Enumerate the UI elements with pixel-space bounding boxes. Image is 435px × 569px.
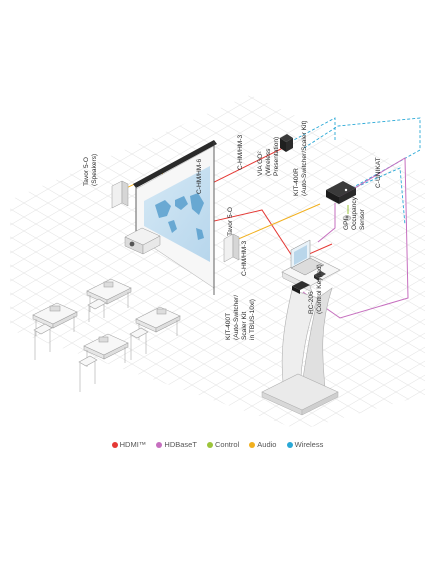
kit-400r-device <box>326 181 356 204</box>
kit-400r-label: KIT-400R (Auto-Switcher/Scaler Kit) <box>293 121 308 196</box>
floor-grid <box>10 95 425 430</box>
via-go-device <box>280 134 293 152</box>
legend-label: Wireless <box>294 440 324 449</box>
c-unikat-label: C-UNIKAT <box>375 157 382 188</box>
hdbaset-color-dot <box>156 441 163 448</box>
c-hmhm-3-top-label: C-HM/HM-3 <box>237 135 244 170</box>
wireless-color-dot <box>286 441 293 448</box>
legend-item-hdbaset: HDBaseT <box>156 440 197 449</box>
projector <box>124 227 161 255</box>
hdmi-color-dot <box>111 441 118 448</box>
c-hmhm-3-bottom-label: C-HM/HM-3 <box>241 241 248 276</box>
c-hmhm-6-label: C-HM/HM-6 <box>196 159 203 194</box>
projection-screen <box>133 140 217 295</box>
laptop <box>290 239 325 276</box>
occupancy-sensor <box>342 215 352 221</box>
rc-206-label: RC-206 (Control Keypad) <box>308 264 323 314</box>
legend-item-wireless: Wireless <box>286 440 324 449</box>
tavor-speaker-left <box>111 180 129 209</box>
kit-400t-device <box>292 281 310 294</box>
tavor-speaker-center <box>223 233 240 263</box>
legend-label: HDMI™ <box>119 440 147 449</box>
legend-item-audio: Audio <box>249 440 276 449</box>
via-go-label: VIA GO² (Wireless Presentation) <box>257 137 280 176</box>
audio-color-dot <box>249 441 256 448</box>
lectern <box>261 255 341 416</box>
legend: HDMI™ HDBaseT Control Audio Wireless <box>0 440 435 449</box>
legend-label: Control <box>215 440 240 449</box>
control-color-dot <box>207 441 214 448</box>
kit-400t-label: KIT-400T (Auto-Switcher/ Scaler Kit in T… <box>225 293 256 340</box>
legend-label: HDBaseT <box>164 440 197 449</box>
legend-item-control: Control <box>207 440 239 449</box>
legend-label: Audio <box>257 440 277 449</box>
student-desks <box>32 278 181 392</box>
rc-206-keypad <box>314 271 326 281</box>
hdbaset-links <box>302 157 409 319</box>
callouts: Tavor 5-O (Speakers) C-HM/HM-6 C-HM/HM-3… <box>83 121 382 340</box>
legend-item-hdmi: HDMI™ <box>111 440 147 449</box>
occupancy-sensor-label: GPI Occupancy Sensor <box>343 195 366 230</box>
tavor-speakers-label: Tavor 5-O (Speakers) <box>83 154 98 186</box>
tavor-center-label: Tavor 5-O <box>227 207 234 236</box>
